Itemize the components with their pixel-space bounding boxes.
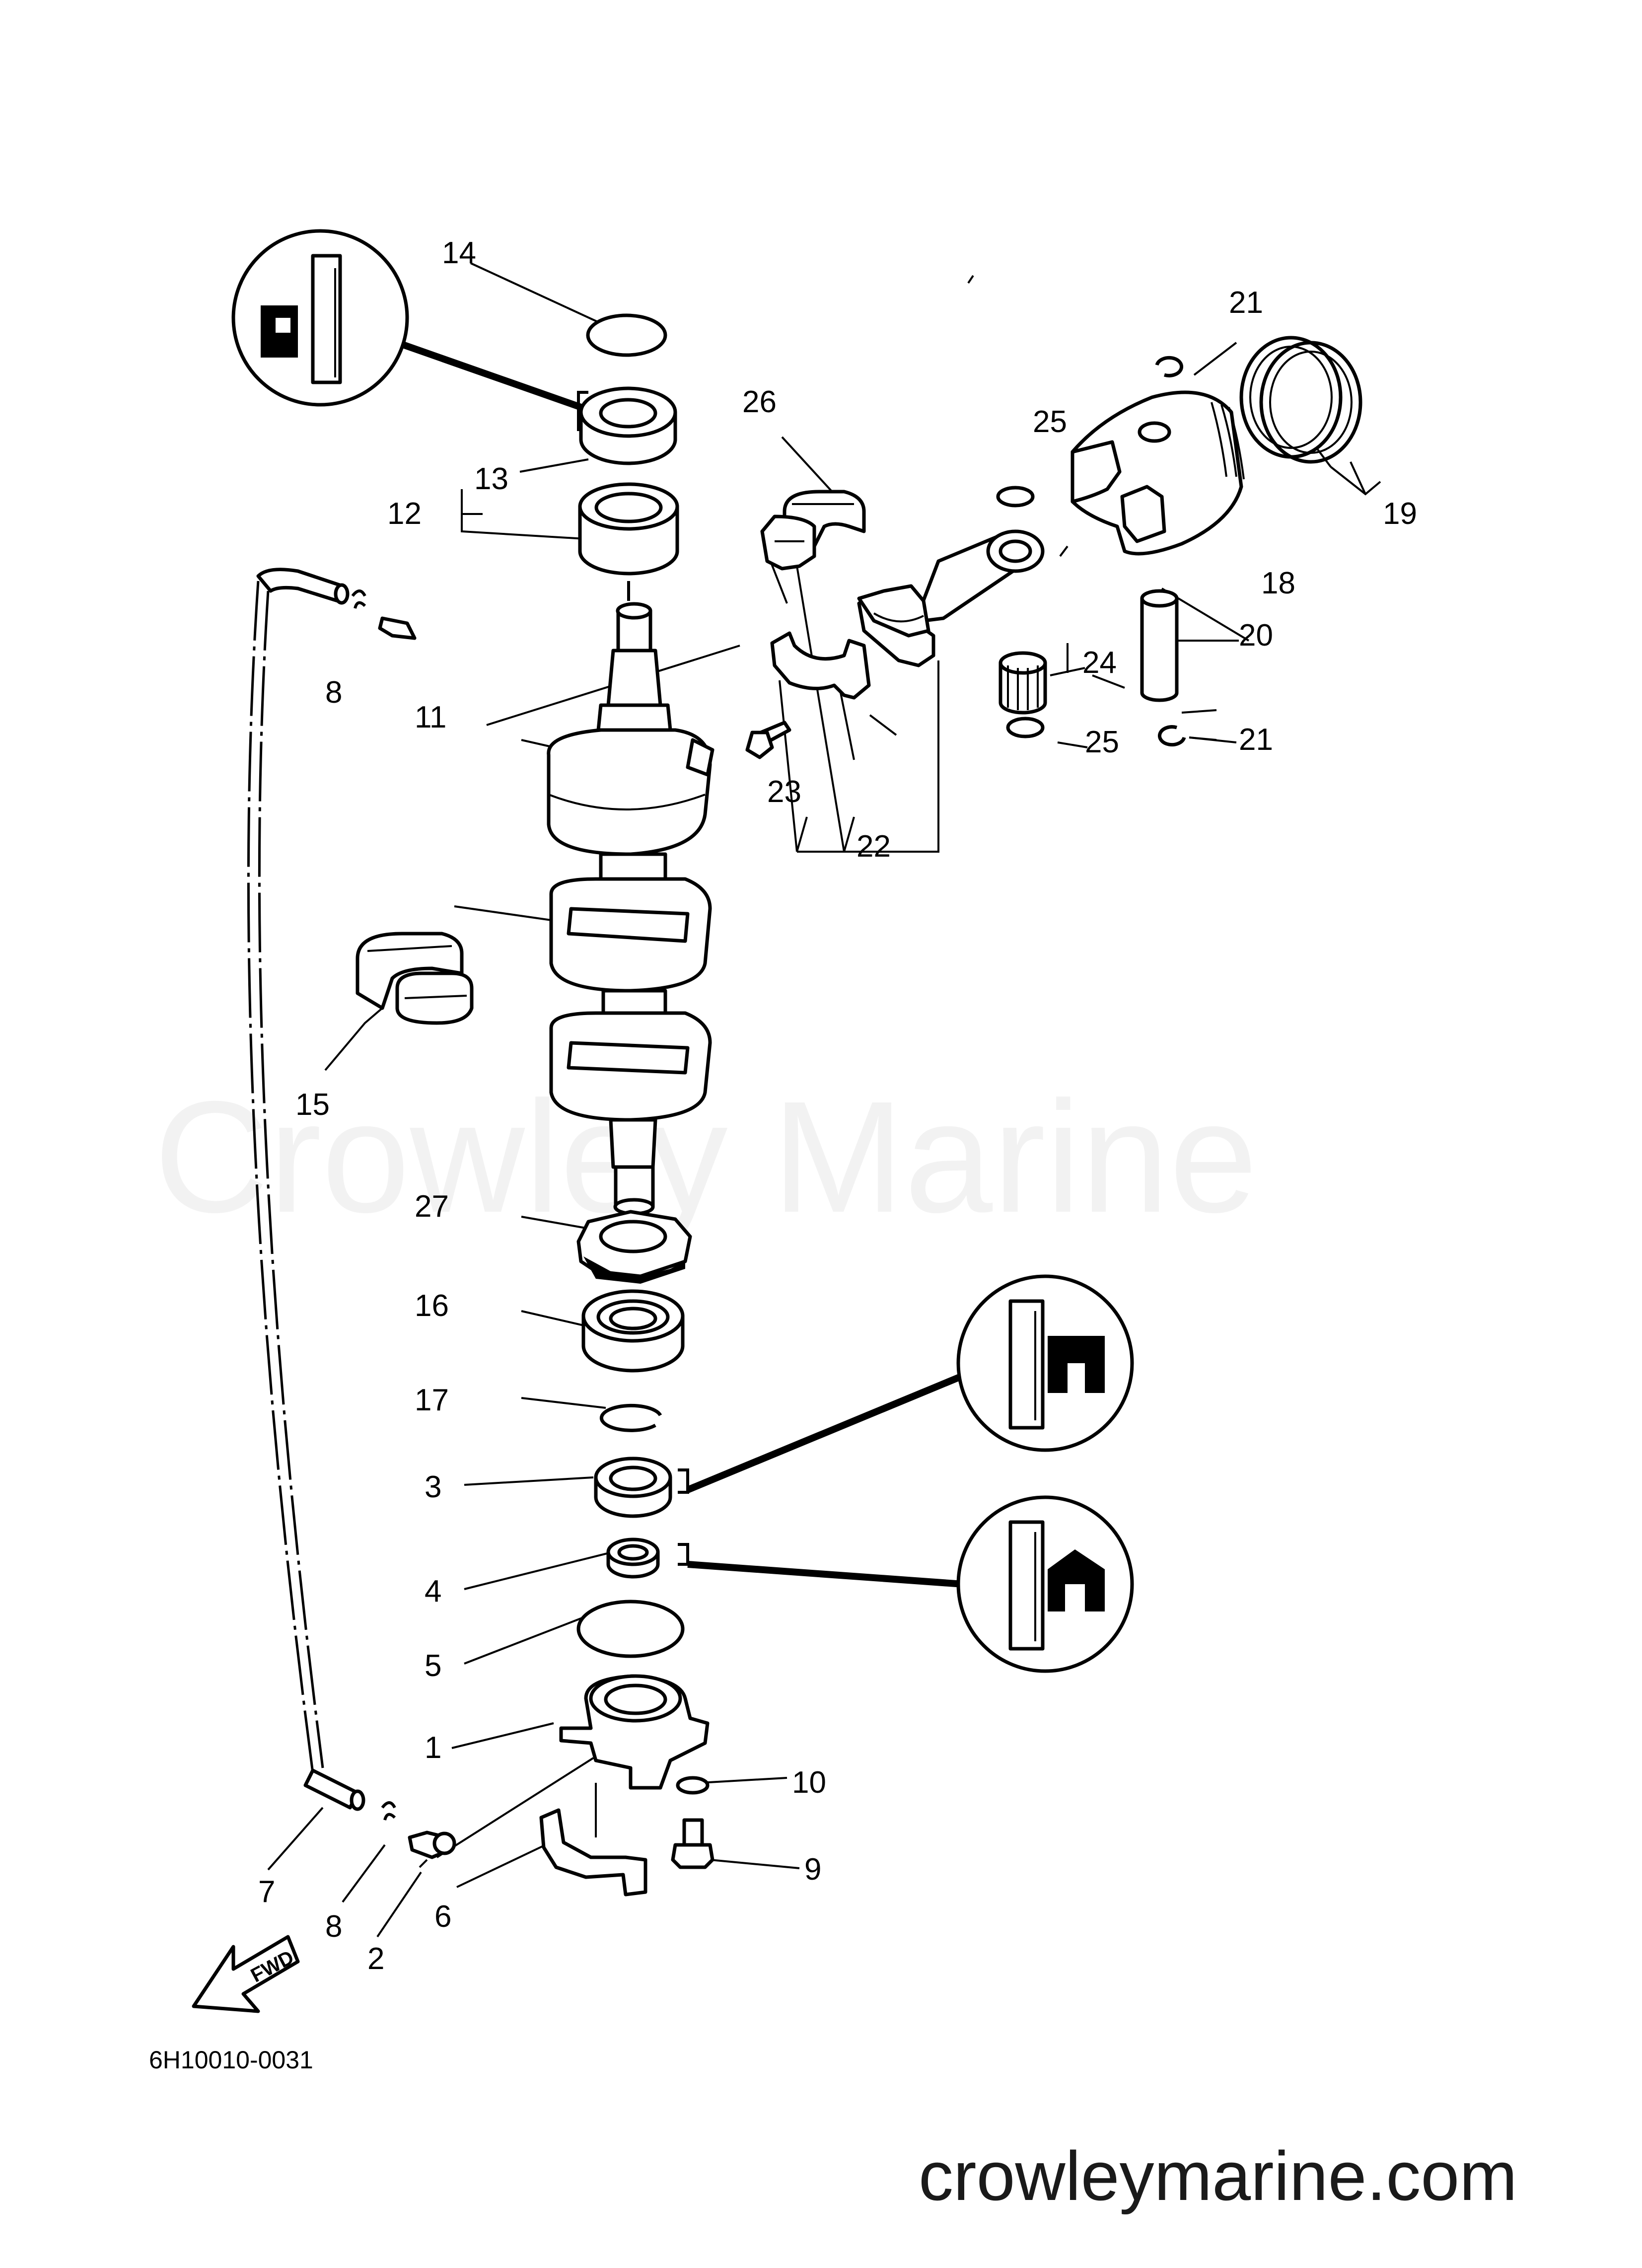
ball-bearing-16: [581, 1289, 685, 1373]
callout-8-bottom: 8: [325, 1909, 342, 1944]
callout-2: 2: [367, 1942, 384, 1976]
washer-10: [676, 1776, 710, 1795]
piston-rings-19: [1239, 336, 1362, 464]
callout-5: 5: [425, 1649, 441, 1683]
housing-1: [559, 1674, 710, 1790]
bearing-halves-26: [760, 490, 866, 571]
needle-bearing-24: [999, 651, 1047, 715]
callout-8-top: 8: [325, 675, 342, 710]
callout-23: 23: [767, 775, 801, 809]
bolt-9: [671, 1818, 714, 1869]
callout-15: 15: [295, 1088, 330, 1122]
piston-18: [1071, 390, 1245, 556]
callout-17: 17: [415, 1383, 449, 1417]
circlip-21-bottom: [1157, 725, 1186, 747]
detail-circle-mid: [956, 1274, 1134, 1452]
callout-labels: 1 2 3 4 5 6 7 8 8 9 10 11 12 13 14 15 16…: [258, 236, 1417, 1976]
washer-25-bottom: [1006, 717, 1045, 738]
oil-seal-4: [606, 1537, 660, 1579]
callout-6: 6: [434, 1900, 451, 1934]
o-ring-14: [586, 313, 667, 357]
callout-21-top: 21: [1229, 286, 1263, 320]
bolt-23: [745, 721, 791, 759]
callout-25-top: 25: [1033, 405, 1067, 439]
o-ring-5: [576, 1600, 685, 1658]
circlip-21-top: [1155, 356, 1184, 377]
callout-20: 20: [1239, 618, 1273, 653]
callout-10: 10: [792, 1765, 826, 1800]
callout-21-bottom: 21: [1239, 723, 1273, 757]
callout-26: 26: [742, 385, 777, 419]
detail-pointers: [396, 339, 965, 1588]
callout-7: 7: [258, 1875, 275, 1909]
website-url: crowleymarine.com: [919, 2137, 1517, 2215]
callout-11: 11: [415, 700, 446, 734]
oil-seal-3: [594, 1457, 672, 1518]
watermark-text: Crowley Marine: [154, 1068, 1258, 1246]
callout-3: 3: [425, 1470, 441, 1504]
fwd-arrow-icon: FWD: [192, 1935, 300, 2013]
detail-circle-low: [956, 1495, 1134, 1673]
bearing-12: [578, 482, 679, 601]
piston-pin-20: [1140, 589, 1179, 702]
oil-seal-13: [579, 386, 677, 465]
part-27-plate: [576, 1210, 692, 1284]
callout-1: 1: [425, 1731, 441, 1765]
diagram-code: 6H10010-0031: [149, 2046, 313, 2074]
callout-12: 12: [387, 497, 422, 531]
callout-22: 22: [857, 829, 891, 864]
fitting-2: [408, 1830, 456, 1859]
callout-18: 18: [1261, 566, 1295, 600]
callout-14: 14: [442, 236, 476, 270]
bracket-6: [539, 1808, 647, 1897]
callout-9: 9: [804, 1852, 821, 1887]
callout-19: 19: [1383, 497, 1417, 531]
callout-27: 27: [415, 1189, 449, 1224]
callout-24: 24: [1082, 646, 1117, 680]
callout-13: 13: [474, 462, 508, 496]
callout-4: 4: [425, 1574, 441, 1609]
circlip-17: [599, 1403, 662, 1432]
callout-25-bottom: 25: [1085, 725, 1119, 759]
clip-8-bottom: [381, 1801, 396, 1821]
washer-25-top: [996, 486, 1035, 508]
callout-16: 16: [415, 1289, 449, 1323]
detail-circle-top: [231, 229, 409, 407]
hose-7: [247, 568, 365, 1811]
crankshaft-11: [547, 602, 714, 1216]
connecting-rod-22: [770, 529, 1045, 700]
needle-bearing-15: [356, 932, 474, 1025]
pin-fitting-top: [378, 616, 417, 640]
leader-lines: [267, 262, 1381, 1938]
clip-8-top: [351, 589, 366, 609]
